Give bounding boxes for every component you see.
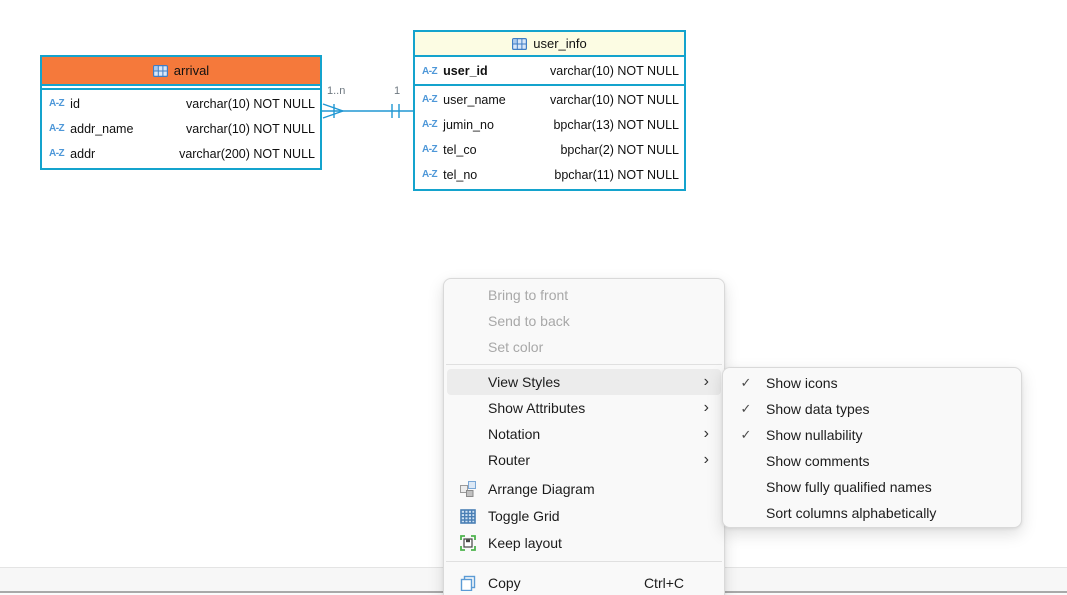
menu-separator <box>446 561 722 562</box>
column-row-id[interactable]: A-Z id varchar(10) NOT NULL <box>42 91 320 116</box>
column-type: varchar(200) NOT NULL <box>179 146 315 161</box>
entity-arrival[interactable]: arrival A-Z id varchar(10) NOT NULL A-Z … <box>40 55 322 170</box>
checkmark-icon: ✓ <box>740 427 752 442</box>
column-name: tel_co <box>443 142 477 157</box>
view-styles-submenu: ✓ Show icons ✓ Show data types ✓ Show nu… <box>722 367 1022 528</box>
column-type: bpchar(2) NOT NULL <box>560 142 679 157</box>
column-type: varchar(10) NOT NULL <box>550 64 679 78</box>
entity-title: user_info <box>533 36 587 51</box>
menu-item-arrange-diagram[interactable]: Arrange Diagram <box>447 475 721 502</box>
menu-item-router[interactable]: Router › <box>447 447 721 473</box>
chevron-right-icon: › <box>703 373 709 390</box>
column-row-tel-co[interactable]: A-Z tel_co bpchar(2) NOT NULL <box>415 137 684 162</box>
entity-title: arrival <box>173 63 210 78</box>
column-type: bpchar(13) NOT NULL <box>553 117 679 132</box>
column-row-addr-name[interactable]: A-Z addr_name varchar(10) NOT NULL <box>42 116 320 141</box>
column-row-tel-no[interactable]: A-Z tel_no bpchar(11) NOT NULL <box>415 162 684 187</box>
entity-header[interactable]: arrival <box>42 57 320 86</box>
column-name: user_name <box>443 92 506 107</box>
column-type: varchar(10) NOT NULL <box>550 92 679 107</box>
menu-item-view-styles[interactable]: View Styles › <box>447 369 721 395</box>
column-type: varchar(10) NOT NULL <box>186 121 315 136</box>
submenu-item-show-nullability[interactable]: ✓ Show nullability <box>740 427 863 443</box>
shortcut-label: Ctrl+C <box>643 574 684 591</box>
az-icon: A-Z <box>422 169 438 180</box>
column-row-user-id[interactable]: A-Z user_id varchar(10) NOT NULL <box>415 57 684 86</box>
column-row-jumin-no[interactable]: A-Z jumin_no bpchar(13) NOT NULL <box>415 112 684 137</box>
toggle-grid-icon <box>459 508 476 524</box>
primary-key-name: user_id <box>443 64 488 78</box>
chevron-right-icon: › <box>703 399 709 416</box>
az-icon: A-Z <box>422 119 438 130</box>
az-icon: A-Z <box>49 98 65 109</box>
menu-item-keep-layout[interactable]: Keep layout <box>447 529 721 556</box>
column-row-addr[interactable]: A-Z addr varchar(200) NOT NULL <box>42 141 320 166</box>
entity-user-info[interactable]: user_info A-Z user_id varchar(10) NOT NU… <box>413 30 686 191</box>
menu-item-send-to-back: Send to back <box>488 313 570 329</box>
column-row-user-name[interactable]: A-Z user_name varchar(10) NOT NULL <box>415 87 684 112</box>
column-name: jumin_no <box>443 117 494 132</box>
submenu-item-sort-columns-alphabetically[interactable]: Sort columns alphabetically <box>766 505 937 521</box>
az-icon: A-Z <box>49 123 65 134</box>
keep-layout-icon <box>459 534 476 551</box>
column-name: addr_name <box>70 121 134 136</box>
menu-separator <box>446 364 722 365</box>
az-icon: A-Z <box>422 65 438 77</box>
az-icon: A-Z <box>422 94 438 105</box>
header-separator-line <box>42 88 320 90</box>
column-name: tel_no <box>443 167 478 182</box>
submenu-item-show-comments[interactable]: Show comments <box>766 453 870 469</box>
relation-target-cardinality: 1 <box>393 85 401 97</box>
column-type: varchar(10) NOT NULL <box>186 96 315 111</box>
column-name: id <box>70 96 80 111</box>
chevron-right-icon: › <box>703 425 709 442</box>
table-icon <box>152 64 168 77</box>
copy-icon <box>460 575 475 591</box>
menu-item-set-color: Set color <box>488 339 544 355</box>
column-type: bpchar(11) NOT NULL <box>554 167 679 182</box>
relation-source-cardinality: 1..n <box>327 85 346 97</box>
submenu-item-show-data-types[interactable]: ✓ Show data types <box>740 401 870 417</box>
checkmark-icon: ✓ <box>740 401 752 416</box>
menu-item-copy[interactable]: Copy Ctrl+C <box>447 569 721 595</box>
context-menu: Bring to front Send to back Set color Vi… <box>443 278 725 595</box>
arrange-diagram-icon <box>459 480 476 497</box>
chevron-right-icon: › <box>703 451 709 468</box>
az-icon: A-Z <box>49 148 65 159</box>
menu-item-show-attributes[interactable]: Show Attributes › <box>447 395 721 421</box>
relation-line[interactable] <box>322 84 413 124</box>
menu-item-bring-to-front: Bring to front <box>488 287 569 303</box>
checkmark-icon: ✓ <box>740 375 752 390</box>
az-icon: A-Z <box>422 144 438 155</box>
menu-item-toggle-grid[interactable]: Toggle Grid <box>447 502 721 529</box>
submenu-item-show-icons[interactable]: ✓ Show icons <box>740 375 838 391</box>
entity-header[interactable]: user_info <box>415 32 684 57</box>
menu-item-notation[interactable]: Notation › <box>447 421 721 447</box>
table-icon <box>512 37 528 50</box>
header-separator <box>42 86 320 88</box>
submenu-item-show-fully-qualified-names[interactable]: Show fully qualified names <box>766 479 932 495</box>
column-name: addr <box>70 146 96 161</box>
